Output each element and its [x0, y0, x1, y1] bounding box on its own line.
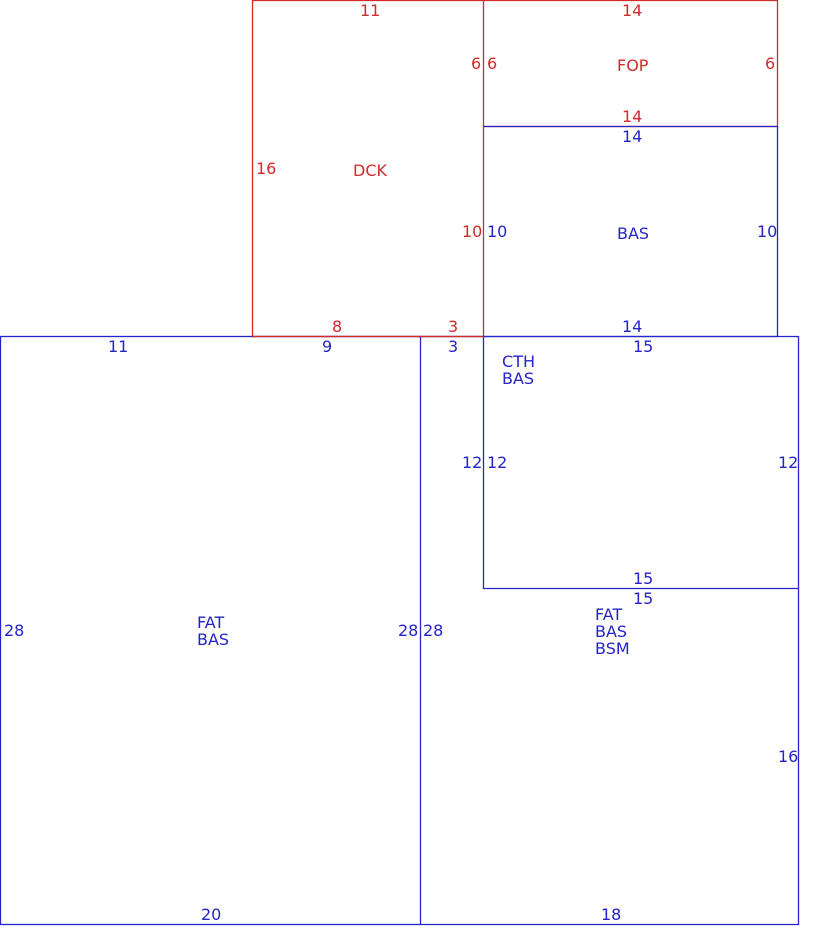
dimension-label: 12 — [462, 453, 482, 472]
area-label-line: BAS — [502, 369, 534, 388]
area-label-line: BSM — [595, 639, 630, 658]
dimension-label: 15 — [633, 337, 653, 356]
area-label-line: FAT — [595, 605, 622, 624]
area-label-dck: DCK — [353, 161, 387, 180]
dimension-label: 18 — [601, 905, 621, 924]
dimension-label: 10 — [757, 222, 777, 241]
area-label-line: BAS — [595, 622, 627, 641]
fat-bas-outline — [0, 335, 422, 926]
area-label-line: FOP — [617, 56, 649, 75]
dimension-label: 3 — [448, 337, 458, 356]
dimension-label: 14 — [622, 107, 642, 126]
area-label-line: FAT — [197, 613, 224, 632]
dimension-label: 14 — [622, 317, 642, 336]
dimension-label: 20 — [201, 905, 221, 924]
dimension-label: 6 — [471, 54, 481, 73]
dimension-label: 10 — [462, 222, 482, 241]
area-label-line: BAS — [617, 224, 649, 243]
dimension-label: 28 — [4, 621, 24, 640]
dimension-label: 8 — [332, 317, 342, 336]
area-label-line: DCK — [353, 161, 387, 180]
red-outlines — [251, 0, 779, 338]
dimension-label: 11 — [108, 337, 128, 356]
dimension-label: 16 — [256, 159, 276, 178]
dimension-labels: 11 16 6 10 8 3 14 6 6 14 14 10 10 14 11 … — [4, 1, 798, 924]
dimension-label: 14 — [622, 127, 642, 146]
blue-outlines — [0, 125, 800, 926]
area-label-line: BAS — [197, 630, 229, 649]
area-label-bas: BAS — [617, 224, 649, 243]
dimension-label: 12 — [778, 453, 798, 472]
dimension-label: 3 — [448, 317, 458, 336]
dimension-label: 9 — [322, 337, 332, 356]
dimension-label: 15 — [633, 589, 653, 608]
area-label-line: CTH — [502, 352, 535, 371]
dimension-label: 16 — [778, 747, 798, 766]
cth-bas-outline — [482, 336, 799, 590]
dimension-label: 12 — [487, 453, 507, 472]
dimension-label: 15 — [633, 569, 653, 588]
area-label-fop: FOP — [617, 56, 649, 75]
dimension-label: 28 — [398, 621, 418, 640]
dimension-label: 11 — [360, 1, 380, 20]
dimension-label: 14 — [622, 1, 642, 20]
dimension-label: 6 — [487, 54, 497, 73]
fat-bas-bsm-outline — [420, 335, 800, 926]
dimension-label: 6 — [765, 54, 775, 73]
dimension-label: 28 — [423, 621, 443, 640]
dimension-label: 10 — [487, 222, 507, 241]
